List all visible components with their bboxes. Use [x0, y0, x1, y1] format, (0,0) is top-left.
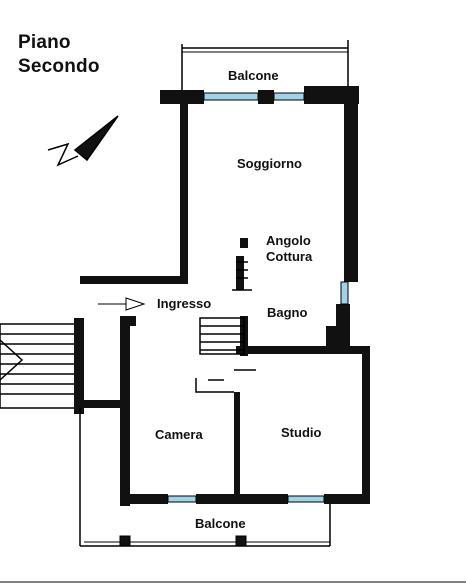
stairwell-wall	[74, 318, 84, 414]
room-label-bagno: Bagno	[267, 305, 308, 320]
room-label-ingresso: Ingresso	[157, 296, 212, 311]
plan-title-line1: Piano	[18, 32, 71, 53]
room-label-balcone-top: Balcone	[228, 68, 279, 83]
room-label-angolo: Angolo	[266, 233, 311, 248]
room-label-balcone-bottom: Balcone	[195, 516, 246, 531]
room-label-camera: Camera	[155, 427, 203, 442]
balcone-top-railing	[181, 40, 349, 92]
room-label-soggiorno: Soggiorno	[237, 156, 302, 171]
room-label-cottura: Cottura	[266, 249, 313, 264]
room-label-studio: Studio	[281, 425, 322, 440]
windows	[167, 92, 349, 503]
stairwell	[0, 323, 79, 409]
entrance-arrow-icon	[98, 297, 146, 311]
balcone-bottom-railing	[79, 408, 331, 547]
north-arrow-icon	[47, 115, 119, 167]
walls	[80, 86, 370, 506]
plan-title-line2: Secondo	[18, 56, 100, 77]
interior-stairs	[199, 317, 245, 355]
kitchen-fixtures	[232, 261, 252, 291]
stairwell-landing-wall	[80, 400, 124, 408]
corridor-lines	[195, 369, 256, 393]
